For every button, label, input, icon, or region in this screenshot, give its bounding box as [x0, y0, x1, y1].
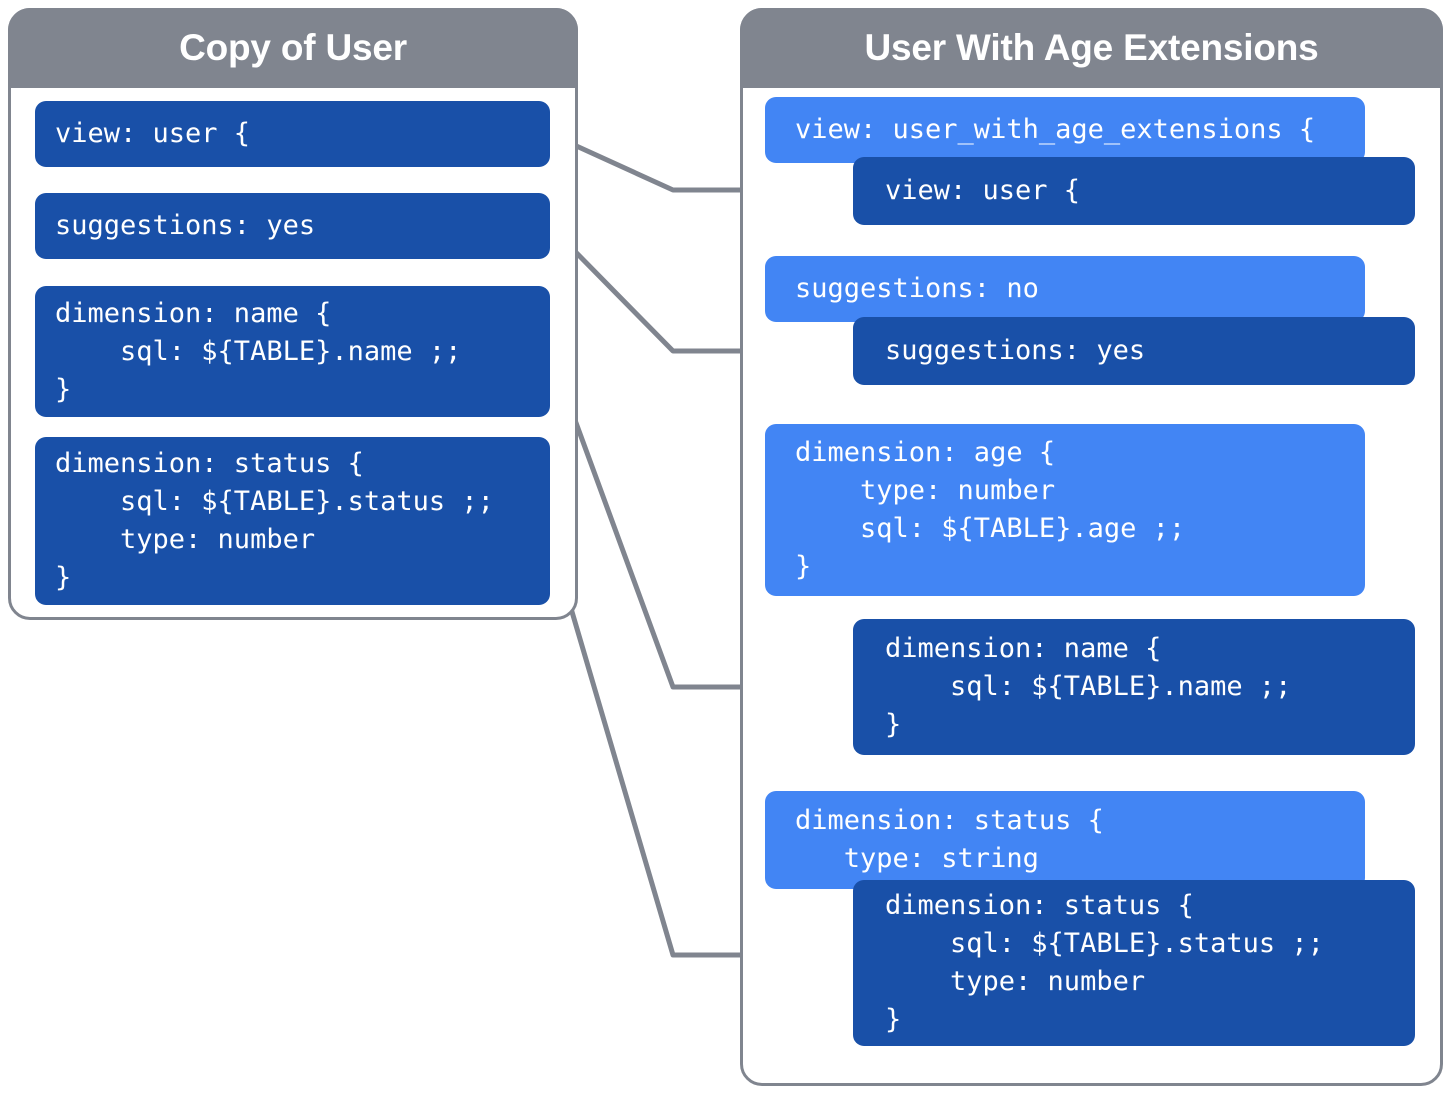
dimension-age-block[interactable]: dimension: age { type: number sql: ${TAB…: [765, 424, 1365, 596]
suggestions-extension-block[interactable]: suggestions: no: [765, 256, 1365, 322]
dimension-name-block[interactable]: dimension: name { sql: ${TABLE}.name ;; …: [35, 286, 550, 417]
suggestions-block[interactable]: suggestions: yes: [35, 193, 550, 259]
view-block[interactable]: view: user {: [35, 101, 550, 167]
view-inherited-block[interactable]: view: user {: [853, 157, 1415, 225]
view-extension-block[interactable]: view: user_with_age_extensions {: [765, 97, 1365, 163]
dimension-name-inherited-block[interactable]: dimension: name { sql: ${TABLE}.name ;; …: [853, 619, 1415, 755]
suggestions-inherited-block[interactable]: suggestions: yes: [853, 317, 1415, 385]
dimension-status-inherited-block[interactable]: dimension: status { sql: ${TABLE}.status…: [853, 880, 1415, 1046]
dimension-status-block[interactable]: dimension: status { sql: ${TABLE}.status…: [35, 437, 550, 605]
panel-left-title: Copy of User: [8, 8, 578, 88]
dimension-status-extension-block[interactable]: dimension: status { type: string: [765, 791, 1365, 889]
panel-right-title: User With Age Extensions: [740, 8, 1443, 88]
